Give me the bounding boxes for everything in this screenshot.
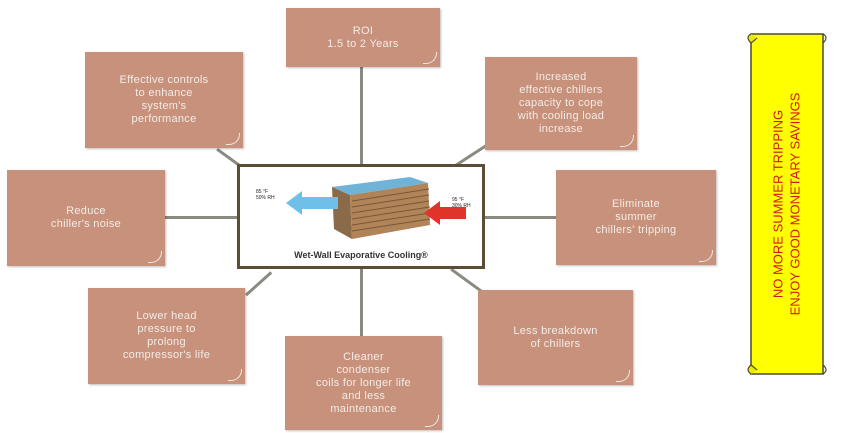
scroll-shape: [747, 33, 827, 375]
connector-bottom-left: [245, 271, 273, 297]
benefit-head-pressure: Lower head pressure to prolong compresso…: [88, 288, 245, 384]
benefit-eliminate-tripping: Eliminate summer chillers' tripping: [556, 170, 716, 265]
cool-air-label: 85 °F 50% RH: [256, 189, 275, 201]
banner-line-2: ENJOY GOOD MONETARY SAVINGS: [787, 92, 803, 316]
connector-bottom: [360, 268, 363, 338]
benefit-capacity: Increased effective chillers capacity to…: [485, 57, 637, 150]
benefit-roi: ROI 1.5 to 2 Years: [286, 8, 440, 67]
connector-left: [165, 216, 239, 219]
benefit-reduce-noise: Reduce chiller's noise: [7, 170, 165, 266]
benefit-less-breakdown: Less breakdown of chillers: [478, 290, 633, 385]
center-caption: Wet-Wall Evaporative Cooling®: [294, 250, 428, 260]
benefit-effective-controls: Effective controls to enhance system's p…: [85, 52, 243, 148]
benefit-cleaner-coils: Cleaner condenser coils for longer life …: [285, 336, 442, 430]
cooling-pad-illustration: [286, 177, 466, 239]
hot-air-label: 95 °F 30% RH: [452, 197, 471, 209]
scroll-banner: NO MORE SUMMER TRIPPING ENJOY GOOD MONET…: [745, 28, 827, 380]
banner-line-1: NO MORE SUMMER TRIPPING: [770, 109, 786, 299]
center-illustration: 85 °F 50% RH 95 °F 30% RH Wet-Wall Evapo…: [237, 164, 485, 269]
banner-text: NO MORE SUMMER TRIPPING ENJOY GOOD MONET…: [753, 40, 819, 368]
connector-top: [360, 66, 363, 166]
connector-right: [484, 216, 558, 219]
